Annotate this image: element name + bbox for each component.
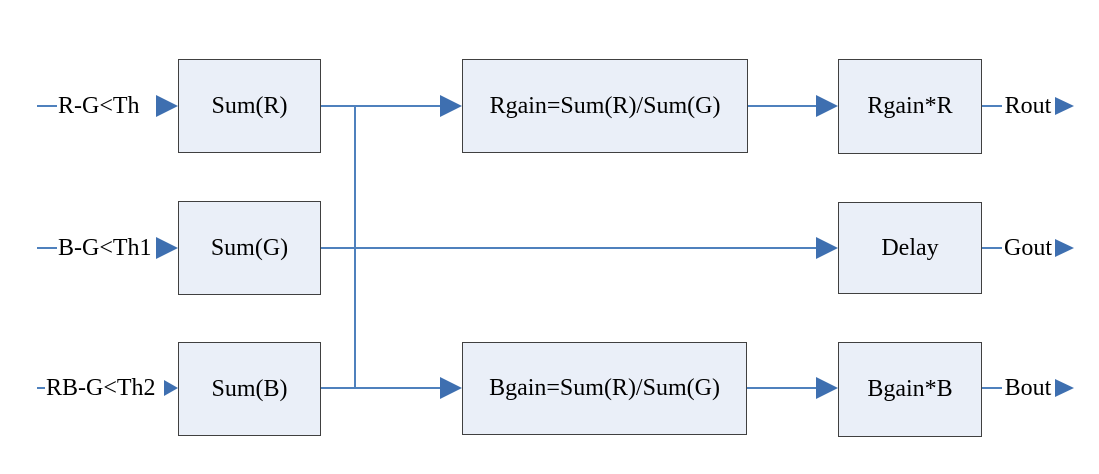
output-stub-line-r: [982, 105, 1002, 107]
arrowhead-right-icon: [1055, 379, 1074, 397]
output-label-b: Bout: [1004, 375, 1052, 401]
arrowhead-right-icon: [816, 377, 838, 399]
output-label-g: Gout: [1004, 235, 1052, 261]
block-rgain-mult: Rgain*R: [838, 59, 982, 154]
arrowhead-right-icon: [1055, 97, 1074, 115]
block-bgain-mult-label: Bgain*B: [867, 376, 953, 402]
block-sum-r-label: Sum(R): [211, 92, 288, 119]
arrowhead-right-icon: [156, 237, 178, 259]
arrowhead-right-icon: [440, 377, 462, 399]
arrowhead-right-icon: [1055, 239, 1074, 257]
block-sum-g: Sum(G): [178, 201, 321, 295]
arrowhead-right-icon: [816, 95, 838, 117]
connector-sumg-delay: [321, 247, 818, 249]
block-rgain: Rgain=Sum(R)/Sum(G): [462, 59, 748, 153]
connector-bgain-bmult: [747, 387, 818, 389]
block-sum-g-label: Sum(G): [210, 234, 289, 261]
arrowhead-right-icon: [164, 380, 178, 396]
input-stub-line-g: [37, 247, 57, 249]
block-sum-r: Sum(R): [178, 59, 321, 153]
input-stub-line-r: [37, 105, 57, 107]
input-stub-line-b: [37, 387, 45, 389]
block-bgain-label: Bgain=Sum(R)/Sum(G): [489, 375, 720, 401]
block-delay-label: Delay: [881, 234, 939, 261]
output-label-r: Rout: [1004, 93, 1052, 119]
block-delay: Delay: [838, 202, 982, 294]
block-sum-b: Sum(B): [178, 342, 321, 436]
connector-rgain-rmult: [748, 105, 818, 107]
input-label-g: B-G<Th1: [58, 235, 152, 261]
block-rgain-mult-label: Rgain*R: [867, 93, 953, 119]
arrowhead-right-icon: [440, 95, 462, 117]
block-bgain: Bgain=Sum(R)/Sum(G): [462, 342, 747, 435]
connector-sumr-rgain: [321, 105, 442, 107]
connector-sumb-bgain: [321, 387, 442, 389]
block-sum-b-label: Sum(B): [211, 375, 288, 402]
arrowhead-right-icon: [816, 237, 838, 259]
output-stub-line-b: [982, 387, 1002, 389]
input-label-b: RB-G<Th2: [46, 375, 156, 401]
input-label-r: R-G<Th: [58, 93, 140, 119]
block-bgain-mult: Bgain*B: [838, 342, 982, 437]
block-rgain-label: Rgain=Sum(R)/Sum(G): [489, 92, 721, 119]
output-stub-line-g: [982, 247, 1002, 249]
arrowhead-right-icon: [156, 95, 178, 117]
